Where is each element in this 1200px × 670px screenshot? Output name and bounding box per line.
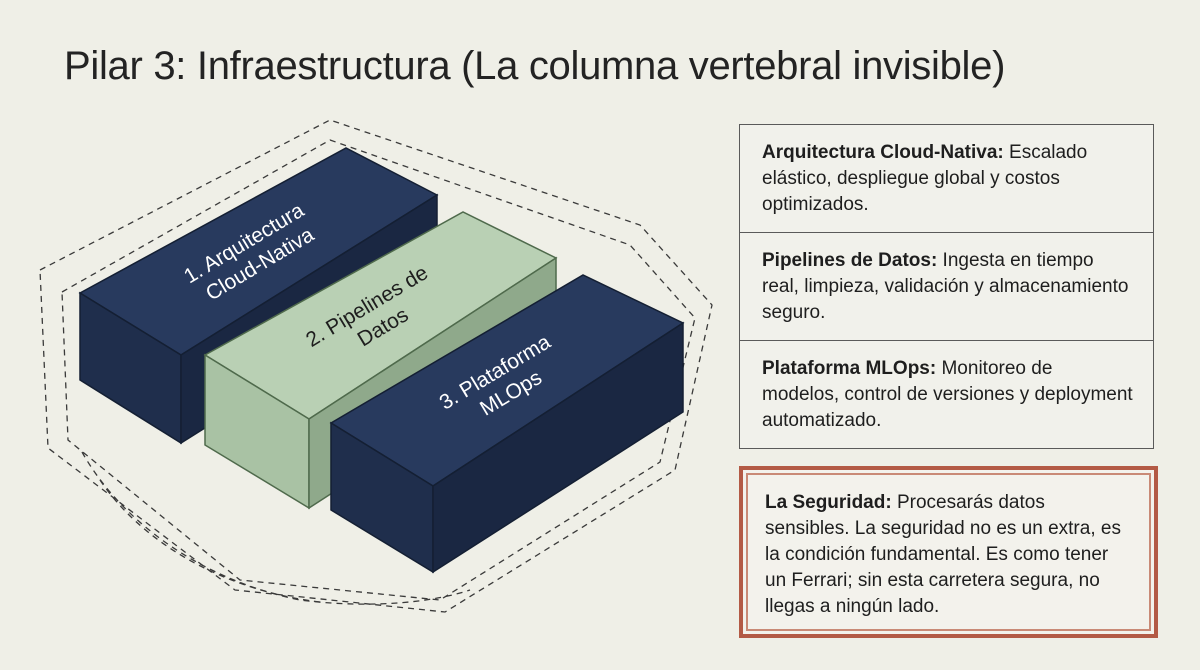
block-mlops: 3. Plataforma MLOps [329,274,685,574]
security-text: Procesarás datos sensibles. La seguridad… [765,492,1121,617]
page-title: Pilar 3: Infraestructura (La columna ver… [64,44,1006,88]
panel-item-text: Monitoreo de modelos, control de version… [762,358,1133,431]
panel-item-heading: Arquitectura Cloud-Nativa: [762,142,1004,163]
panel-item-text: Escalado elástico, despliegue global y c… [762,142,1088,215]
dashed-outline [39,119,713,613]
security-heading: La Seguridad: [765,492,892,513]
panel-item-mlops: Plataforma MLOps: Monitoreo de modelos, … [740,340,1153,448]
panel-item-pipelines: Pipelines de Datos: Ingesta en tiempo re… [740,232,1153,340]
infrastructure-diagram: 1. Arquitectura Cloud-Nativa 2. Pipeline… [39,119,713,613]
panel-item-heading: Plataforma MLOps: [762,358,937,379]
block-3-side [432,321,684,574]
features-panel: Arquitectura Cloud-Nativa: Escalado elás… [739,124,1154,449]
panel-item-cloud-native: Arquitectura Cloud-Nativa: Escalado elás… [740,125,1153,232]
panel-item-heading: Pipelines de Datos: [762,250,938,271]
security-callout: La Seguridad: Procesarás datos sensibles… [739,466,1158,638]
panel-item-text: Ingesta en tiempo real, limpieza, valida… [762,250,1129,323]
